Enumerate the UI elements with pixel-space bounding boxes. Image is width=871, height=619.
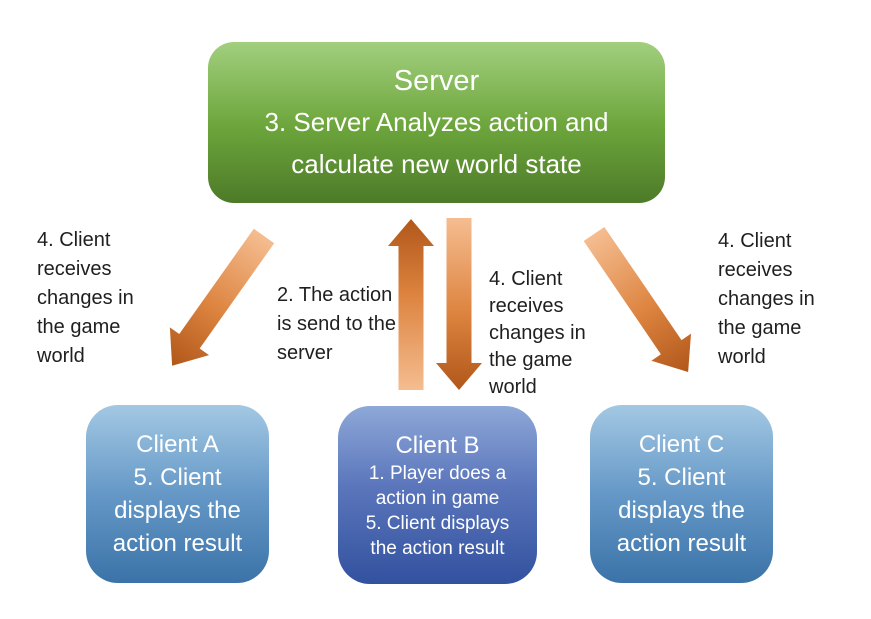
- client-b-title: Client B: [395, 431, 480, 459]
- server-title: Server: [393, 64, 480, 97]
- server-body: 3. Server Analyzes action and calculate …: [264, 106, 609, 179]
- client-a-title: Client A: [136, 431, 219, 458]
- client-c-body: 5. Client displays the action result: [616, 464, 747, 557]
- client-a-box: Client A 5. Client displays the action r…: [86, 405, 269, 583]
- label-client-c-receives: 4. Client receives changes in the game w…: [718, 230, 815, 368]
- client-c-box: Client C 5. Client displays the action r…: [590, 405, 773, 583]
- server-to-client-b-arrow: [436, 218, 482, 390]
- client-c-title: Client C: [638, 431, 725, 458]
- client-a-body: 5. Client displays the action result: [112, 464, 243, 557]
- client-b-box: Client B 1. Player does a action in game…: [338, 406, 537, 584]
- label-client-b-receives: 4. Client receives changes in the game w…: [489, 268, 586, 398]
- server-to-client-a-arrow: [169, 228, 275, 366]
- server-to-client-c-arrow: [583, 226, 692, 372]
- label-action-sent-to-server: 2. The action is send to the server: [277, 284, 396, 364]
- client-b-to-server-arrow: [388, 219, 434, 390]
- label-client-a-receives: 4. Client receives changes in the game w…: [37, 229, 134, 367]
- server-box: Server 3. Server Analyzes action and cal…: [208, 42, 665, 203]
- client-b-body: 1. Player does a action in game 5. Clien…: [365, 462, 510, 559]
